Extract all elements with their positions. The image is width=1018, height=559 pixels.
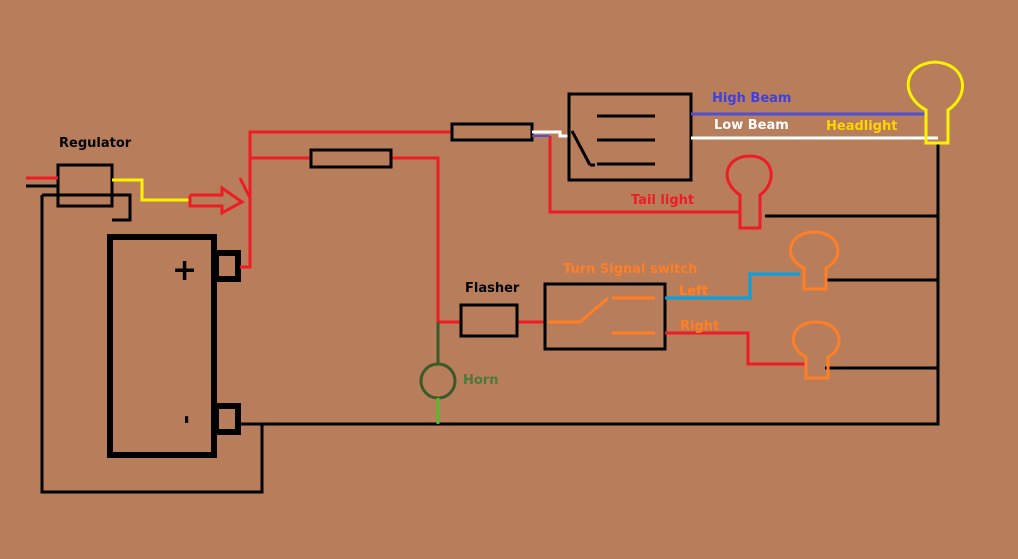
turn-signal-switch-label: Turn Signal switch [563,262,697,277]
horn-label: Horn [463,373,498,388]
right-label: Right [680,319,719,334]
switch-feed-wire [532,130,570,138]
turn-signal-switch [543,282,667,351]
headlight-label: Headlight [826,119,897,134]
tail-light-label: Tail light [631,193,694,208]
main-supply-wires [238,130,740,324]
horn [419,322,457,424]
regulator-label: Regulator [59,136,132,151]
tail-light-bulb [725,154,773,230]
headlight-switch [567,92,693,182]
left-signal-wire [665,272,800,300]
battery-minus-label: - [174,415,199,424]
flasher [459,303,519,338]
left-turn-bulb [789,230,840,291]
headlight-bulb [906,60,964,145]
fuse-arrow [188,185,245,216]
right-turn-bulb [791,320,841,380]
battery [107,234,241,458]
ground-wires [40,143,940,494]
low-beam-label: Low Beam [714,118,789,133]
regulator [26,163,190,208]
right-signal-wire [665,331,805,366]
battery-plus-label: + [172,253,197,288]
fuse-lower [309,148,393,169]
fuse-upper [450,122,534,142]
high-beam-label: High Beam [712,91,791,106]
left-label: Left [679,284,708,299]
flasher-label: Flasher [465,281,520,296]
